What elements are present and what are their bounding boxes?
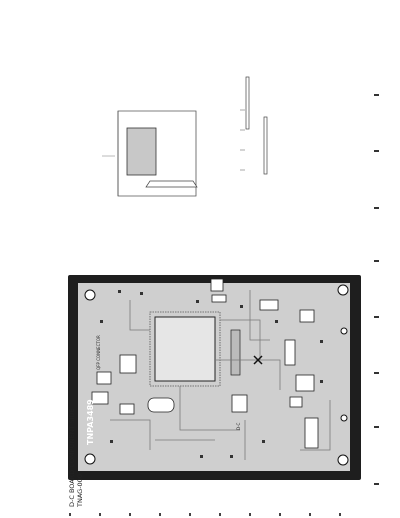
grid-tick: [374, 483, 379, 485]
grid-tick: [99, 513, 101, 516]
grid-tick: [129, 513, 131, 516]
grid-tick: [374, 426, 379, 428]
grid-tick: [374, 316, 379, 318]
grid-tick: [159, 513, 161, 516]
grid-tick: [374, 372, 379, 374]
caption-line-1: D-C BOARD COMPONENT SIDE: [68, 408, 76, 507]
grid-tick: [374, 260, 379, 262]
board-part-number: TNPA3489: [86, 399, 95, 445]
grid-tick: [69, 513, 71, 516]
grid-tick: [339, 513, 341, 516]
board-small-label-1: QFP CONNECTOR: [96, 335, 101, 370]
grid-tick: [219, 513, 221, 516]
caption-line-2: TNAG-000: [76, 474, 84, 507]
grid-tick: [374, 150, 379, 152]
board-small-label-2: D-C: [236, 422, 241, 430]
grid-tick: [279, 513, 281, 516]
inset-detail: [102, 110, 198, 197]
pcb-board: [68, 275, 361, 480]
grid-tick: [374, 207, 379, 209]
grid-tick: [309, 513, 311, 516]
grid-tick: [189, 513, 191, 516]
side-parts: [240, 76, 268, 175]
grid-tick: [249, 513, 251, 516]
grid-tick: [374, 94, 379, 96]
